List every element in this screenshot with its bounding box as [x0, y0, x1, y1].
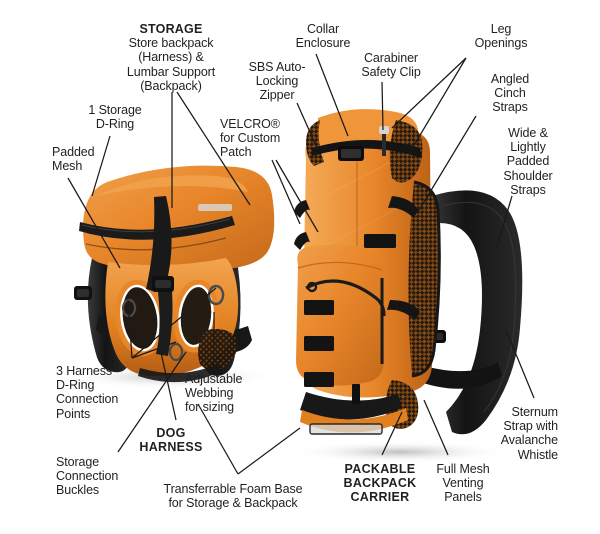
- packable-backpack-illustration: [290, 109, 523, 463]
- callout-text: 1 Storage D-Ring: [88, 103, 142, 132]
- callout-text: Adjustable Webbing for sizing: [185, 372, 243, 415]
- leader-leg-openings-a: [391, 57, 467, 129]
- velcro-patch: [304, 372, 334, 387]
- callout-text: Storage Connection Buckles: [56, 455, 119, 498]
- leader-foam-base-a: [197, 403, 239, 475]
- leader-angled-cinch: [417, 115, 477, 213]
- callout-text: VELCRO® for Custom Patch: [220, 117, 281, 160]
- dog-harness-illustration: [67, 165, 277, 389]
- callout-sbs-auto-locking-zipper: SBS Auto- Locking Zipper: [240, 60, 314, 103]
- leader-leg-openings-b: [409, 57, 467, 153]
- callout-velcro-custom-patch: VELCRO® for Custom Patch: [220, 117, 300, 160]
- velcro-patch: [304, 336, 334, 351]
- callout-angled-cinch-straps: Angled Cinch Straps: [477, 72, 543, 115]
- callout-leg-openings: Leg Openings: [465, 22, 537, 50]
- leader-storage-b: [176, 91, 251, 206]
- dog-harness-title: DOG HARNESS: [139, 426, 203, 455]
- callout-storage-connection-buckles: Storage Connection Buckles: [56, 455, 146, 498]
- callout-adjustable-webbing: Adjustable Webbing for sizing: [185, 372, 263, 415]
- leader-padded-mesh: [67, 177, 121, 269]
- leader-3dring-b: [131, 341, 177, 359]
- leader-sternum-strap: [505, 329, 535, 399]
- callout-text: Full Mesh Venting Panels: [436, 462, 490, 505]
- callout-text: Store backpack (Harness) & Lumbar Suppor…: [126, 36, 216, 93]
- callout-text: Transferrable Foam Base for Storage & Ba…: [163, 482, 303, 511]
- callout-carabiner-safety-clip: Carabiner Safety Clip: [353, 51, 429, 79]
- velcro-patch: [364, 234, 396, 248]
- leader-shoulder-straps: [495, 195, 513, 251]
- callout-text: Wide & Lightly Padded Shoulder Straps: [503, 126, 553, 197]
- callout-text: Collar Enclosure: [295, 22, 351, 51]
- callout-text: Padded Mesh: [52, 145, 95, 174]
- callout-title: STORAGE: [139, 22, 203, 36]
- callout-text: Angled Cinch Straps: [490, 72, 530, 115]
- callout-padded-mesh: Padded Mesh: [52, 145, 118, 173]
- leader-collar-enclosure: [315, 53, 349, 137]
- callout-collar-enclosure: Collar Enclosure: [288, 22, 358, 50]
- leader-3dring-c: [131, 287, 217, 359]
- callout-wide-lightly-padded-shoulder-straps: Wide & Lightly Padded Shoulder Straps: [491, 126, 565, 197]
- leader-one-storage-d-ring: [91, 135, 111, 197]
- callout-sternum-strap-avalanche-whistle: Sternum Strap with Avalanche Whistle: [480, 405, 558, 462]
- callout-text: Carabiner Safety Clip: [361, 51, 421, 80]
- velcro-patch: [304, 300, 334, 315]
- callout-text: SBS Auto- Locking Zipper: [248, 60, 306, 103]
- leader-full-mesh: [423, 399, 449, 456]
- callout-text: 3 Harness D-Ring Connection Points: [56, 364, 119, 421]
- leader-3dring-a: [127, 299, 133, 359]
- leader-sbs-zipper: [296, 102, 319, 151]
- leader-velcro-a: [271, 159, 301, 225]
- packable-backpack-carrier-title: PACKABLE BACKPACK CARRIER: [343, 462, 417, 505]
- leader-carabiner: [381, 81, 384, 131]
- callout-text: Sternum Strap with Avalanche Whistle: [500, 405, 558, 462]
- callout-three-harness-d-ring: 3 Harness D-Ring Connection Points: [56, 364, 152, 421]
- leader-packable-title: [381, 411, 403, 456]
- callout-text: Leg Openings: [474, 22, 528, 51]
- leader-velcro-b: [275, 159, 319, 233]
- leader-foam-base-b: [237, 427, 301, 475]
- callout-transferrable-foam-base: Transferrable Foam Base for Storage & Ba…: [148, 482, 318, 510]
- leader-lines: [67, 53, 535, 475]
- callout-one-storage-d-ring: 1 Storage D-Ring: [76, 103, 154, 131]
- leader-storage-buckles: [117, 351, 187, 453]
- leader-dog-harness-title: [159, 347, 177, 421]
- callout-full-mesh-venting-panels: Full Mesh Venting Panels: [427, 462, 499, 505]
